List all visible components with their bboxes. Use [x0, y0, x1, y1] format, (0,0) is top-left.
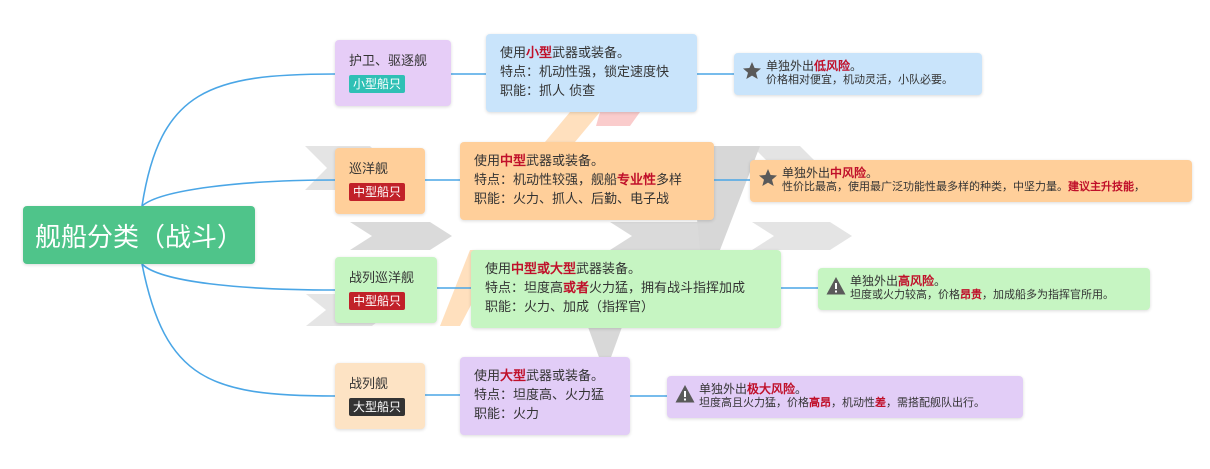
risk-detail-line: 坦度或火力较高，价格昂贵，加成船多为指挥官所用。: [850, 288, 1114, 301]
warning-icon: [675, 385, 695, 403]
connectors: [141, 73, 818, 397]
desc-line-role: 职能：火力、加成（指挥官）: [485, 300, 655, 315]
risk-level-line: 单独外出低风险。: [766, 59, 863, 73]
description-node-escort[interactable]: 使用小型武器或装备。 特点：机动性强，锁定速度快 职能：抓人 侦查: [486, 34, 697, 112]
category-node-escort[interactable]: 护卫、驱逐舰 小型船只: [335, 40, 451, 106]
watermark-stripe: [596, 112, 640, 126]
risk-note-battleship[interactable]: 单独外出极大风险。 坦度高且火力猛，价格高昂，机动性差，需搭配舰队出行。: [667, 376, 1023, 418]
watermark-chevron: [350, 222, 452, 250]
description-node-cruiser[interactable]: 使用中型武器或装备。 特点：机动性较强，舰船专业性多样 职能：火力、抓人、后勤、…: [460, 142, 714, 220]
size-tag: 中型船只: [349, 183, 406, 201]
category-label: 战列巡洋舰: [349, 271, 415, 286]
description-node-battlecruiser[interactable]: 使用中型或大型武器装备。 特点：坦度高或者火力猛，拥有战斗指挥加成 职能：火力、…: [471, 250, 781, 328]
description-node-battleship[interactable]: 使用大型武器或装备。 特点：坦度高、火力猛 职能：火力: [460, 357, 630, 435]
desc-line-weapons: 使用大型武器或装备。: [474, 369, 605, 384]
desc-line-role: 职能：抓人 侦查: [500, 84, 596, 99]
desc-line-weapons: 使用小型武器或装备。: [500, 46, 631, 61]
star-icon: [759, 169, 777, 186]
watermark-chevron: [752, 222, 852, 250]
risk-detail-line: 坦度高且火力猛，价格高昂，机动性差，需搭配舰队出行。: [699, 396, 985, 409]
category-node-battlecruiser[interactable]: 战列巡洋舰 中型船只: [335, 257, 437, 323]
root-connector-3: [141, 263, 336, 291]
risk-note-cruiser[interactable]: 单独外出中风险。 性价比最高，使用最广泛功能性最多样的种类，中坚力量。建议主升技…: [750, 160, 1192, 202]
root-node[interactable]: 舰船分类（战斗）: [23, 206, 255, 264]
root-connector-1: [141, 73, 336, 207]
category-node-battleship[interactable]: 战列舰 大型船只: [335, 363, 425, 429]
category-node-cruiser[interactable]: 巡洋舰 中型船只: [335, 148, 425, 214]
risk-level-line: 单独外出中风险。: [782, 166, 879, 180]
risk-level-line: 单独外出极大风险。: [699, 382, 808, 396]
desc-line-traits: 特点：机动性较强，舰船专业性多样: [474, 173, 683, 188]
category-label: 战列舰: [349, 377, 389, 392]
desc-line-weapons: 使用中型武器或装备。: [474, 154, 605, 169]
size-tag: 大型船只: [349, 398, 406, 416]
desc-line-traits: 特点：坦度高或者火力猛，拥有战斗指挥加成: [485, 281, 746, 296]
desc-line-role: 职能：火力: [474, 407, 540, 422]
root-connector-4: [141, 263, 336, 397]
desc-line-traits: 特点：坦度高、火力猛: [474, 388, 605, 403]
size-tag: 小型船只: [349, 75, 406, 93]
watermark-chevron: [610, 222, 722, 250]
category-label: 护卫、驱逐舰: [349, 54, 428, 69]
risk-level-line: 单独外出高风险。: [850, 274, 947, 288]
risk-detail-line: 价格相对便宜，机动灵活，小队必要。: [766, 73, 953, 86]
root-connector-2: [141, 179, 336, 207]
size-tag: 中型船只: [349, 292, 406, 310]
risk-note-battlecruiser[interactable]: 单独外出高风险。 坦度或火力较高，价格昂贵，加成船多为指挥官所用。: [818, 268, 1150, 310]
star-icon: [743, 62, 761, 79]
desc-line-traits: 特点：机动性强，锁定速度快: [500, 65, 670, 80]
desc-line-role: 职能：火力、抓人、后勤、电子战: [474, 192, 670, 207]
category-label: 巡洋舰: [349, 162, 389, 177]
desc-line-weapons: 使用中型或大型武器装备。: [485, 262, 642, 277]
warning-icon: [826, 277, 846, 295]
root-title: 舰船分类（战斗）: [35, 222, 244, 253]
risk-note-escort[interactable]: 单独外出低风险。 价格相对便宜，机动灵活，小队必要。: [734, 53, 982, 95]
risk-detail-line: 性价比最高，使用最广泛功能性最多样的种类，中坚力量。建议主升技能，: [782, 180, 1145, 193]
